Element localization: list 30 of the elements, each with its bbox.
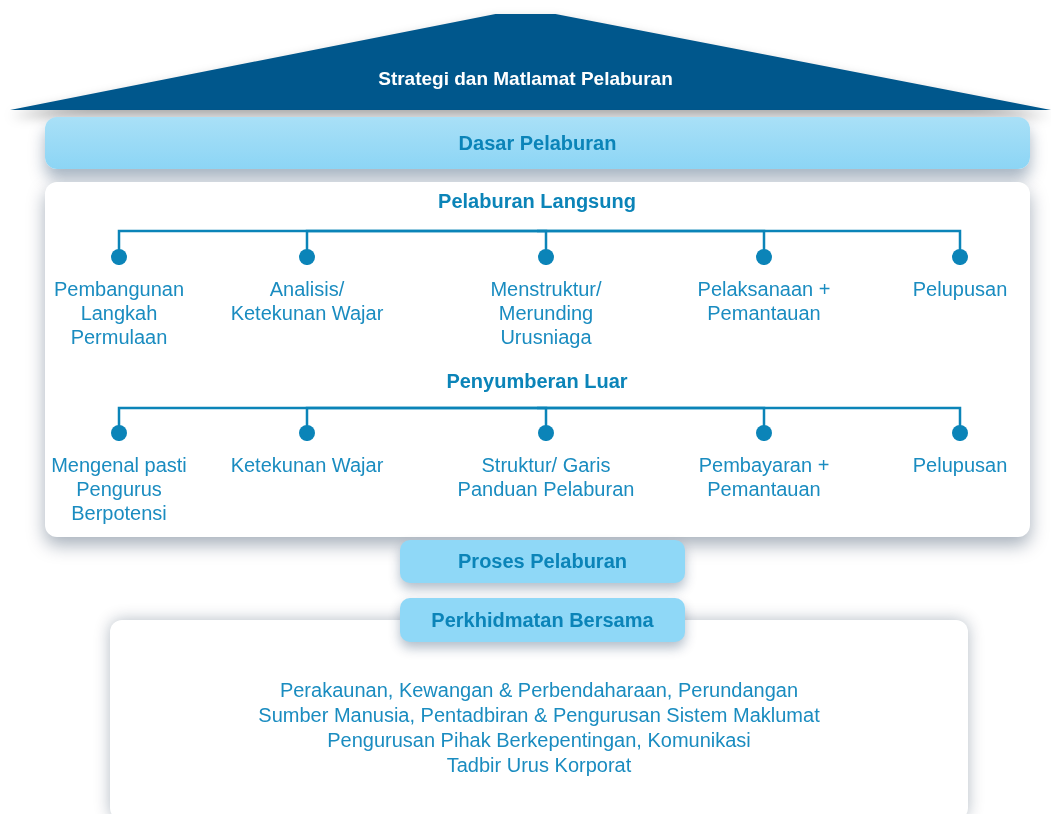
banner-bar <box>400 540 685 583</box>
step-label: Pembangunan Langkah Permulaan <box>52 277 186 349</box>
banner-bar <box>45 117 1030 169</box>
banner-bar <box>400 598 685 642</box>
step-label: Pembayaran + Pemantauan <box>697 453 831 501</box>
step-label: Struktur/ Garis Panduan Pelaburan <box>456 453 636 501</box>
service-line: Pengurusan Pihak Berkepentingan, Komunikasi <box>327 728 751 753</box>
service-line: Tadbir Urus Korporat <box>446 753 632 778</box>
band-title: Perkhidmatan Bersama <box>431 608 654 632</box>
band-title: Dasar Pelaburan <box>458 131 617 155</box>
branch-connector <box>299 229 537 265</box>
branch-heading: Penyumberan Luar <box>446 370 628 393</box>
service-line: Sumber Manusia, Pentadbiran & Pengurusan Sistem Maklumat <box>258 703 820 728</box>
branch-connector <box>537 406 968 441</box>
process-panel <box>45 182 1030 537</box>
roof-title: Strategi dan Matlamat Pelaburan <box>378 68 673 90</box>
step-label: Ketekunan Wajar <box>229 453 385 477</box>
band-title: Proses Pelaburan <box>458 550 627 573</box>
step-label: Analisis/ Ketekunan Wajar <box>229 277 385 325</box>
branch-connector <box>299 406 537 441</box>
step-label: Mengenal pasti Pengurus Berpotensi <box>50 453 188 525</box>
step-label: Pelupusan <box>911 277 1009 301</box>
branch-heading: Pelaburan Langsung <box>438 190 636 213</box>
service-line: Perakaunan, Kewangan & Perbendaharaan, Perundangan <box>279 678 799 703</box>
step-label: Pelupusan <box>911 453 1009 477</box>
branch-connector <box>537 229 968 265</box>
branch-connector <box>537 229 554 265</box>
branch-connector <box>537 406 554 441</box>
step-label: Pelaksanaan + Pemantauan <box>696 277 832 325</box>
step-label: Menstruktur/ Merunding Urusniaga <box>489 277 603 349</box>
